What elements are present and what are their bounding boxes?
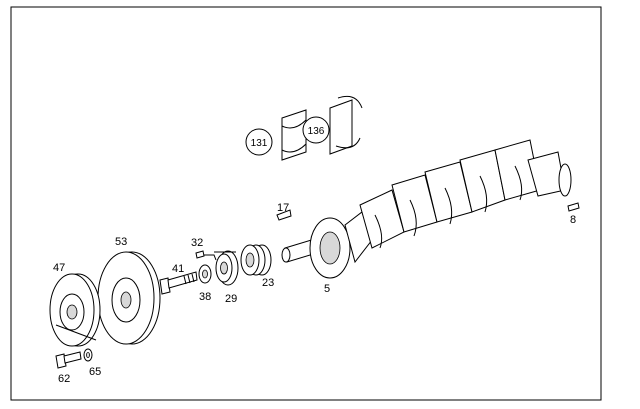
- bolt-41-drawing: [159, 271, 198, 295]
- bearing-shell-136-drawing: [302, 95, 363, 155]
- crankshaft-drawing: [281, 139, 572, 279]
- label-5: 5: [324, 283, 330, 295]
- label-38: 38: [199, 291, 211, 303]
- label-17: 17: [277, 202, 289, 214]
- label-8: 8: [570, 214, 576, 226]
- diagram-frame: [10, 6, 602, 401]
- label-131: 131: [251, 138, 268, 149]
- label-62: 62: [58, 373, 70, 385]
- bearing-shell-131-drawing: [245, 109, 307, 161]
- pin-32-drawing: [195, 250, 217, 261]
- gear-23-drawing: [240, 244, 272, 276]
- pulley-47-drawing: [49, 273, 101, 347]
- pulley-53-drawing: [97, 251, 161, 345]
- key-17-drawing: [276, 209, 292, 221]
- bolt-62-drawing: [55, 351, 82, 369]
- callout-circle-136: [302, 116, 330, 144]
- label-136: 136: [308, 126, 325, 137]
- label-53: 53: [115, 236, 127, 248]
- label-41: 41: [172, 263, 184, 275]
- callout-circle-131: [245, 128, 273, 156]
- hub-29-drawing: [214, 250, 239, 286]
- dowel-pin-8-drawing: [567, 202, 580, 212]
- washer-65-drawing: [83, 348, 93, 362]
- washer-38-drawing: [198, 264, 212, 284]
- label-65: 65: [89, 366, 101, 378]
- label-23: 23: [262, 277, 274, 289]
- label-32: 32: [191, 237, 203, 249]
- label-47: 47: [53, 262, 65, 274]
- label-29: 29: [225, 293, 237, 305]
